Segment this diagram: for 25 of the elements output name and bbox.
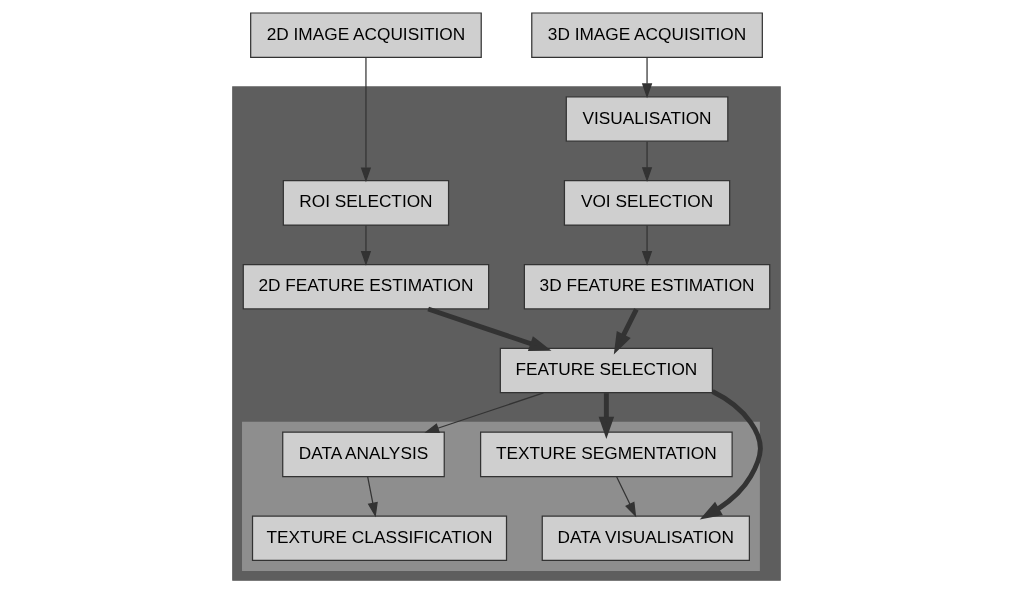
arrow: [367, 476, 378, 518]
node-box: DATA VISUALISATION: [541, 515, 750, 562]
arrow: [641, 141, 653, 182]
arrow: [616, 476, 637, 518]
node-box: 3D FEATURE ESTIMATION: [523, 263, 771, 310]
node-box: 3D IMAGE ACQUISITION: [531, 12, 763, 58]
node-box: DATA ANALYSIS: [282, 431, 445, 478]
node-box: VOI SELECTION: [563, 180, 731, 226]
arrow: [424, 392, 545, 433]
node-box: VISUALISATION: [565, 96, 729, 142]
arrow: [360, 57, 372, 183]
node-box: 2D FEATURE ESTIMATION: [242, 263, 490, 310]
node-box: 2D IMAGE ACQUISITION: [250, 12, 482, 58]
arrow: [699, 389, 763, 520]
arrow: [360, 224, 372, 266]
cluster: [232, 86, 781, 581]
node-box: TEXTURE SEGMENTATION: [480, 431, 733, 478]
node-box: FEATURE SELECTION: [499, 347, 713, 394]
arrow: [641, 224, 653, 266]
arrow: [427, 306, 552, 351]
node-box: TEXTURE CLASSIFICATION: [251, 515, 508, 562]
arrow: [641, 57, 653, 99]
arrow: [613, 308, 639, 355]
node-box: ROI SELECTION: [282, 180, 450, 226]
arrow: [598, 393, 615, 440]
